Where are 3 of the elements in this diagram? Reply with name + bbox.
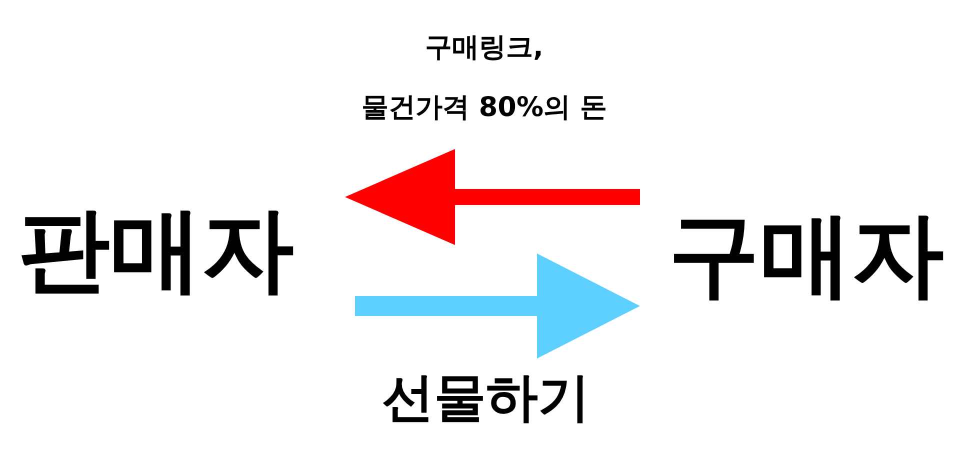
role-label: 판매자: [10, 200, 345, 300]
role-label: 구매자: [640, 205, 950, 305]
arrow: [345, 149, 640, 245]
